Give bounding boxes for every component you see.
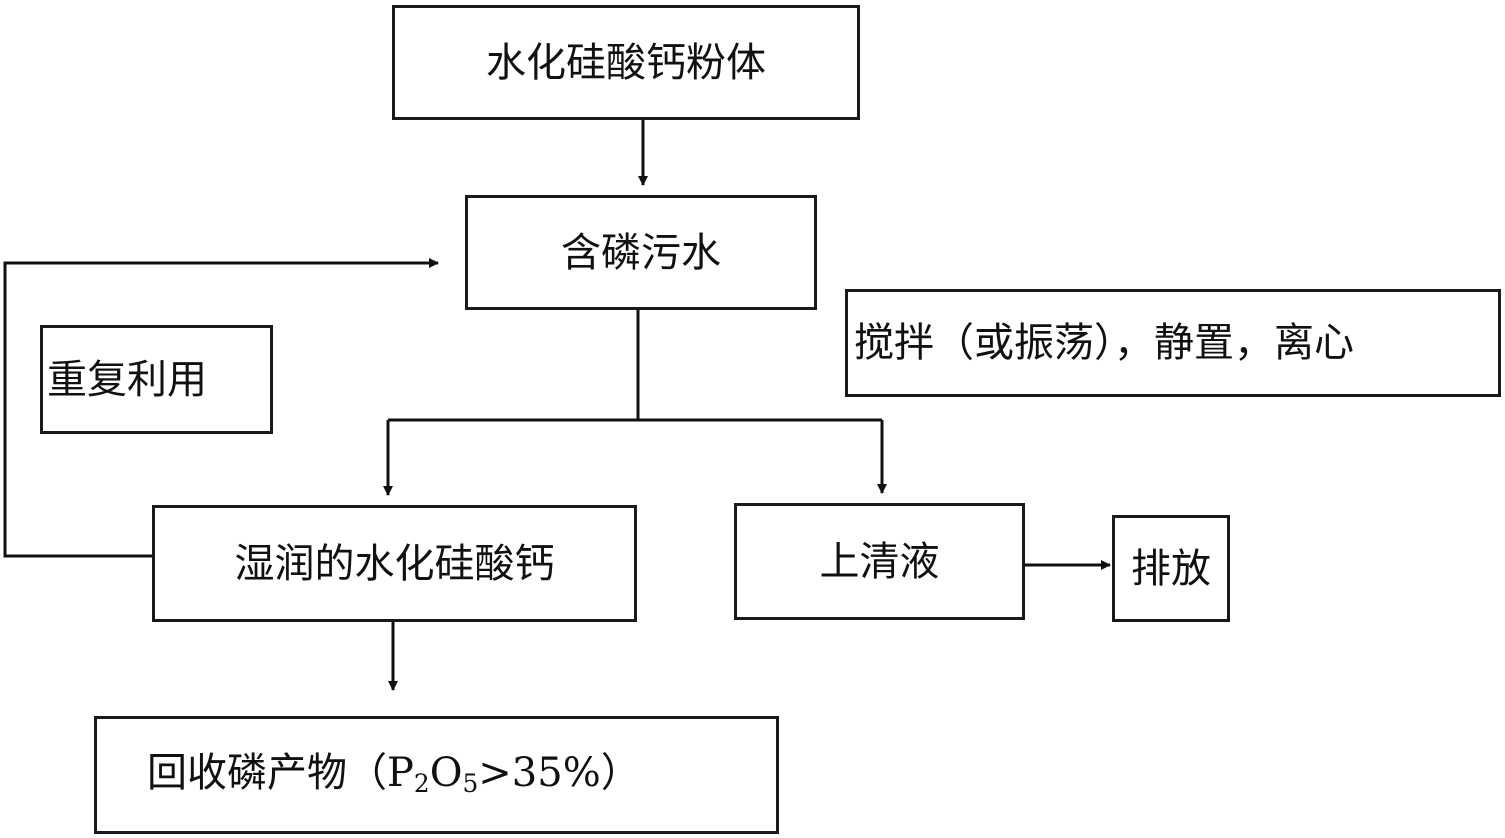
wet-csh-label: 湿润的水化硅酸钙 xyxy=(234,540,555,587)
process-note-label: 搅拌（或振荡），静置，离心 xyxy=(854,320,1354,366)
wet-csh-box: 湿润的水化硅酸钙 xyxy=(152,505,637,622)
product-box: 回收磷产物（P2O5>35%） xyxy=(94,716,779,834)
discharge-label: 排放 xyxy=(1131,545,1211,592)
product-suffix: >35%） xyxy=(478,750,641,796)
reuse-loop-line xyxy=(3,258,439,558)
reuse-box: 重复利用 xyxy=(40,325,273,434)
product-sub2: 5 xyxy=(462,769,479,799)
product-prefix: 回收磷产物（P xyxy=(147,750,414,796)
product-label: 回收磷产物（P2O5>35%） xyxy=(147,753,641,797)
process-note-box: 搅拌（或振荡），静置，离心 xyxy=(845,289,1501,397)
powder-label: 水化硅酸钙粉体 xyxy=(486,39,766,86)
powder-box: 水化硅酸钙粉体 xyxy=(392,5,860,120)
product-sub1: 2 xyxy=(413,769,430,799)
reuse-label: 重复利用 xyxy=(47,356,207,403)
wastewater-box: 含磷污水 xyxy=(465,195,817,310)
supernatant-label: 上清液 xyxy=(819,538,940,585)
supernatant-box: 上清液 xyxy=(734,503,1025,620)
wastewater-label: 含磷污水 xyxy=(561,229,721,276)
product-mid: O xyxy=(429,750,463,796)
discharge-box: 排放 xyxy=(1112,515,1230,622)
